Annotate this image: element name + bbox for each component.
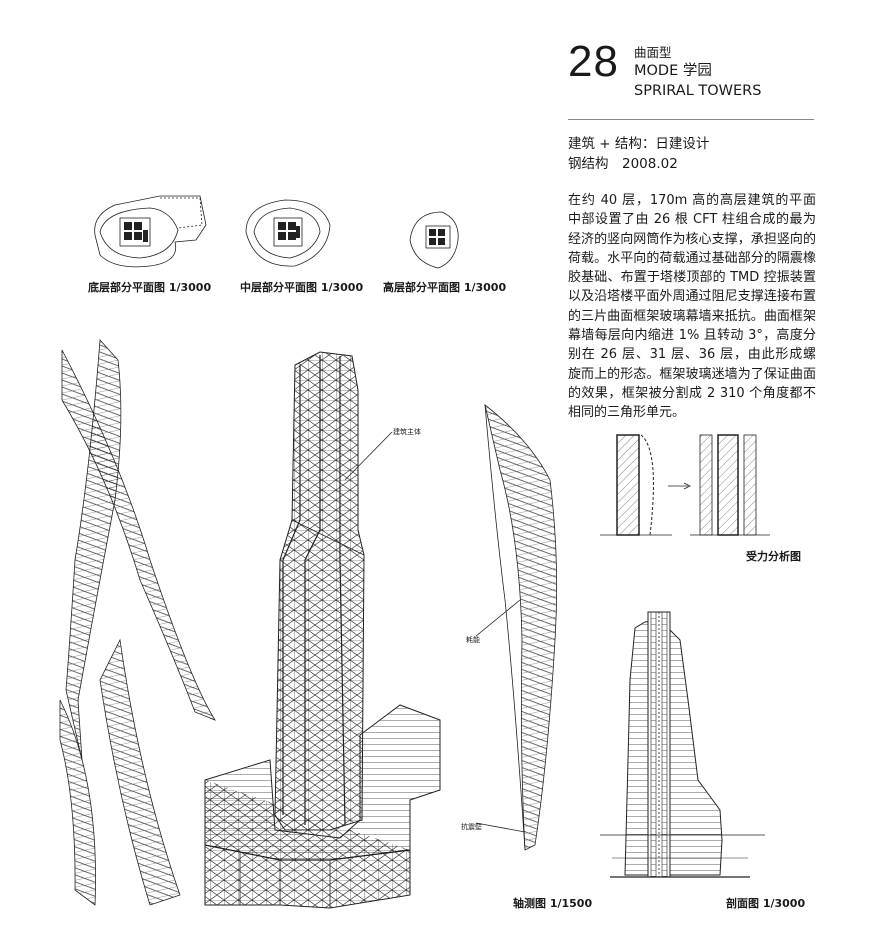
label-energy: 耗能 [466, 636, 480, 644]
caption-force-diagram: 受力分析图 [746, 550, 801, 563]
plan-high-floor [409, 211, 459, 269]
tower-axonometric [204, 351, 441, 909]
plan-low-floor [94, 195, 207, 268]
facade-twisted-right [475, 403, 558, 851]
plan-caption-mid: 中层部分平面图 1/3000 [240, 281, 364, 294]
project-number: 28 [568, 37, 619, 86]
caption-axonometric: 轴测图 1/1500 [513, 897, 593, 910]
plan-caption-high: 高层部分平面图 1/3000 [383, 281, 507, 294]
section-diagram [600, 611, 765, 878]
caption-section: 剖面图 1/3000 [726, 897, 806, 910]
label-shear-wall: 抗震壁 [461, 823, 482, 831]
plan-caption-low: 底层部分平面图 1/3000 [88, 281, 212, 294]
header-divider [568, 119, 814, 120]
project-name-cn: MODE 学园 [634, 63, 712, 79]
force-analysis-diagram [600, 434, 770, 536]
project-name-en: SPRIRAL TOWERS [634, 83, 762, 99]
structure-line: 钢结构 2008.02 [568, 156, 678, 172]
description-text: 在约 40 层，170m 高的高层建筑的平面中部设置了由 26 根 CFT 柱组… [568, 193, 816, 421]
plan-mid-floor [245, 199, 331, 267]
credits-line: 建筑 + 结构：日建设计 [568, 136, 710, 152]
category-label: 曲面型 [634, 45, 672, 60]
facade-twisted-left [59, 339, 216, 906]
label-main-body: 建筑主体 [393, 428, 421, 436]
